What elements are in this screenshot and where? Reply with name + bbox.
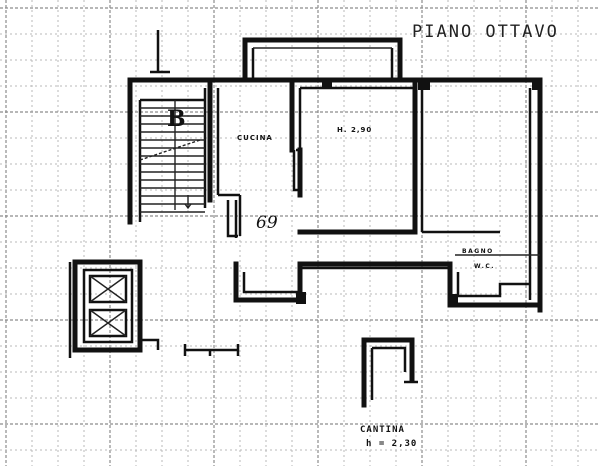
column-hatch — [532, 78, 542, 90]
plan-title: PIANO OTTAVO — [412, 22, 559, 42]
wc-label: W.C. — [474, 263, 495, 270]
bathroom-label: BAGNO — [462, 248, 494, 255]
cellar-label: CANTINA — [360, 425, 405, 435]
kitchen: CUCINA — [207, 77, 303, 238]
elevator-block — [68, 259, 160, 358]
bathroom-area: BAGNO W.C. — [233, 248, 543, 308]
cellar: CANTINA h = 2,30 — [360, 337, 418, 449]
cellar-height-label: h = 2,30 — [366, 439, 417, 449]
kitchen-label: CUCINA — [237, 134, 273, 142]
room-height-label: H. 2,90 — [337, 126, 372, 134]
stair-block-label: B — [167, 106, 186, 132]
landing-walls — [183, 200, 240, 356]
column-hatch — [322, 78, 332, 88]
balcony — [242, 37, 403, 83]
column-hatch — [448, 294, 458, 304]
staircase: B — [127, 30, 213, 225]
column-hatch — [418, 78, 430, 90]
outer-walls: H. 2,90 69 — [242, 77, 543, 313]
column-hatch — [296, 292, 306, 304]
unit-number: 69 — [256, 213, 278, 233]
